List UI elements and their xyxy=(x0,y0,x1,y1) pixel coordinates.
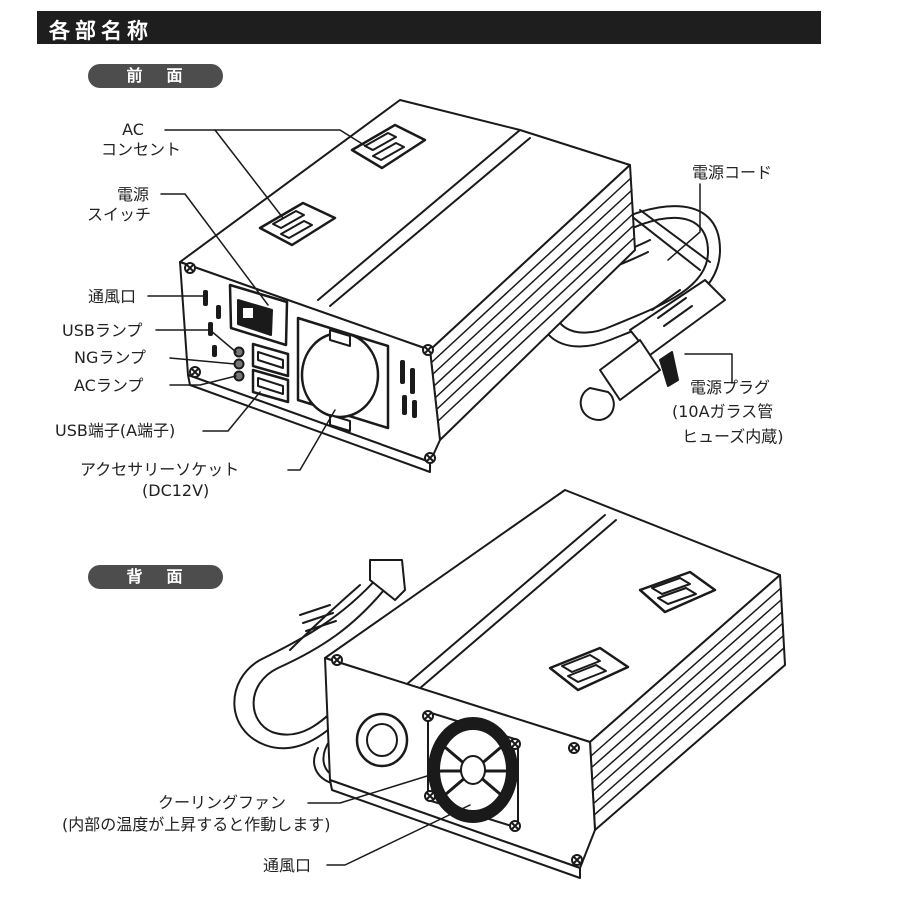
front-leader-lines xyxy=(147,129,733,471)
front-vent-right xyxy=(400,360,417,418)
section-title-bar: 各部名称 xyxy=(37,11,821,44)
front-vent-left xyxy=(203,290,221,357)
front-usb-ports xyxy=(251,342,290,404)
front-power-plug xyxy=(579,279,726,421)
label-accessory-socket-line2: (DC12V) xyxy=(142,481,210,500)
back-leader-lines xyxy=(307,771,471,866)
section-title: 各部名称 xyxy=(49,19,153,43)
back-ac-outlet-1 xyxy=(638,570,717,614)
label-cooling-fan-line2: (内部の温度が上昇すると作動します) xyxy=(62,815,331,834)
label-ac-outlet-line2: コンセント xyxy=(101,140,182,159)
label-front-vent: 通風口 xyxy=(88,287,137,306)
label-ac-outlet: AC xyxy=(105,120,161,139)
label-cooling-fan-line1: クーリングファン xyxy=(158,793,287,812)
back-cooling-fan xyxy=(427,711,519,829)
label-power-switch-line1: 電源 xyxy=(116,185,149,204)
front-ng-lamp xyxy=(233,358,245,370)
label-ng-lamp: NGランプ xyxy=(74,348,146,367)
label-ac-lamp: ACランプ xyxy=(74,376,144,395)
label-accessory-socket-line1: アクセサリーソケット xyxy=(80,460,240,479)
label-power-switch-line2: スイッチ xyxy=(87,205,152,224)
back-cord-grommet xyxy=(355,712,409,768)
back-view-badge: 背面 xyxy=(88,565,223,589)
front-ac-outlet-1 xyxy=(350,123,427,170)
label-power-cord: 電源コード xyxy=(692,163,773,182)
label-back-vent: 通風口 xyxy=(263,856,312,875)
label-power-plug-line1: 電源プラグ xyxy=(690,378,771,397)
back-screws xyxy=(331,654,583,866)
back-ac-outlet-2 xyxy=(548,646,630,692)
label-power-plug-line2: (10Aガラス管 xyxy=(672,402,774,421)
label-power-plug-line3: ヒューズ内蔵) xyxy=(682,427,784,446)
label-usb-port: USB端子(A端子) xyxy=(55,421,176,440)
front-ac-outlet-2 xyxy=(258,201,337,247)
front-inverter-drawing xyxy=(147,99,733,473)
front-accessory-socket xyxy=(296,316,390,432)
front-screws xyxy=(184,262,436,464)
label-ac-outlet-line1: AC xyxy=(122,120,144,139)
front-view-badge: 前面 xyxy=(88,64,223,88)
label-usb-lamp: USBランプ xyxy=(62,321,143,340)
front-usb-lamp xyxy=(233,346,245,358)
back-inverter-drawing xyxy=(233,489,786,879)
front-power-switch xyxy=(228,283,289,347)
